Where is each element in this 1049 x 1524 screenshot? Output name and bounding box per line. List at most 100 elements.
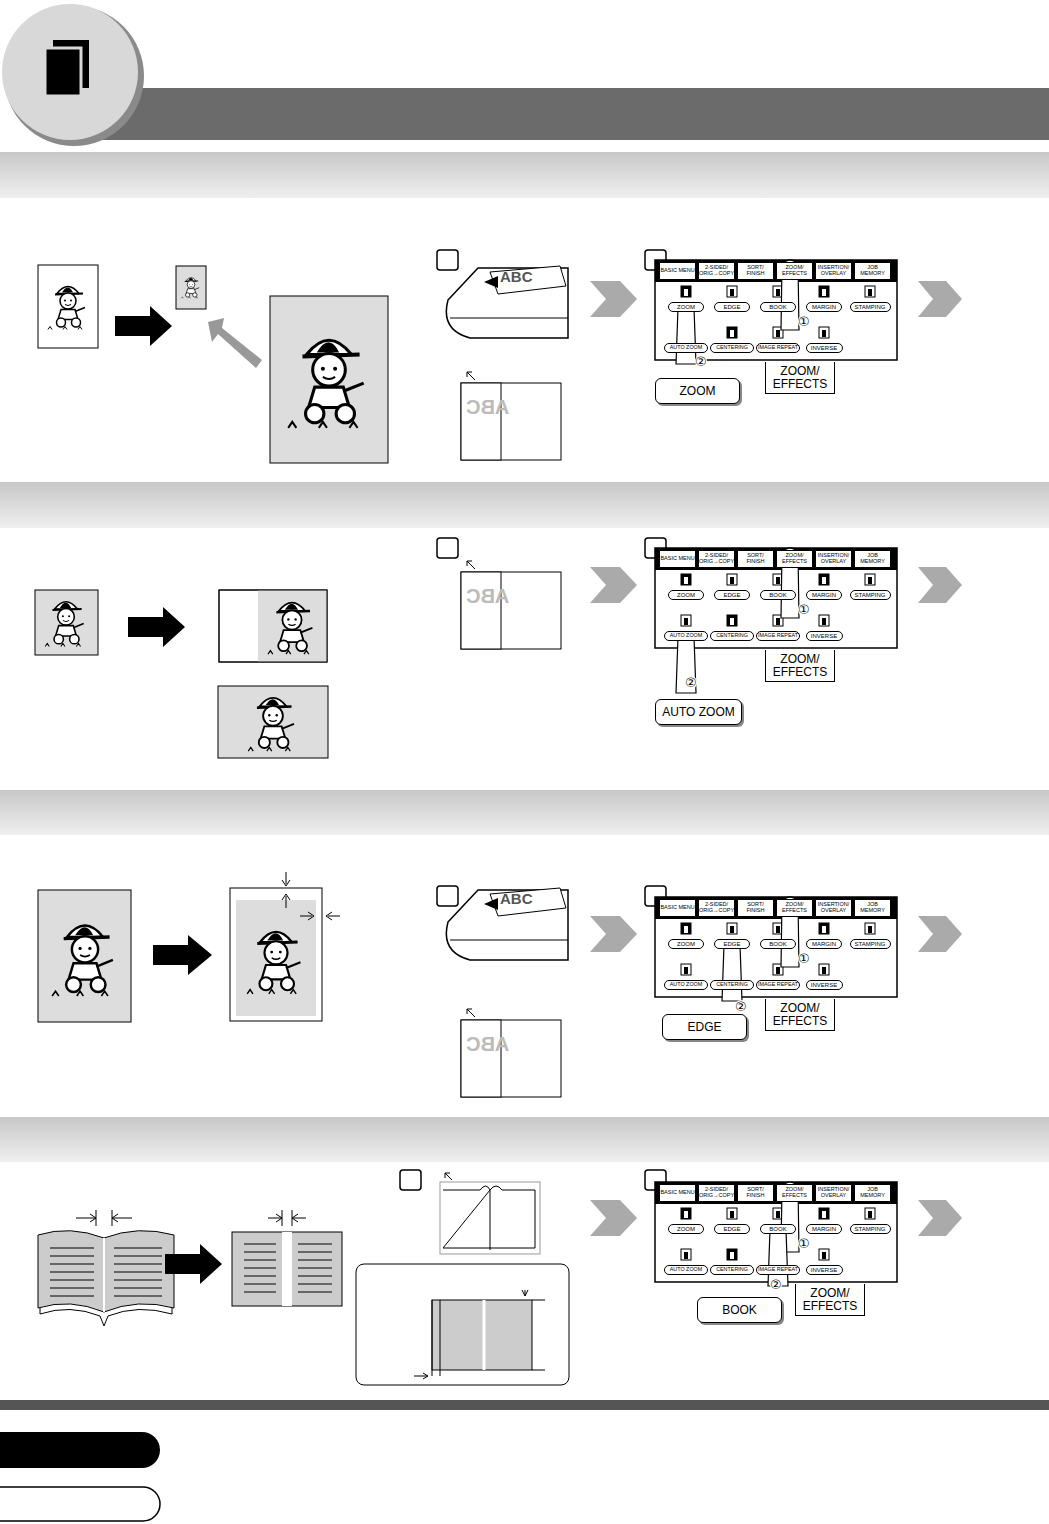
button-callout: EDGE <box>662 1014 747 1040</box>
node-text: CENTERING <box>716 633 748 638</box>
menu-tab: INSERTION/ OVERLAY <box>815 1184 852 1202</box>
button-icon <box>822 926 826 933</box>
node-text: SORT/ FINISH <box>738 553 773 565</box>
node-text: JOB MEMORY <box>855 553 890 565</box>
button-icon <box>865 1208 875 1219</box>
panel-button: AUTO ZOOM <box>664 343 708 353</box>
button-icon <box>819 923 829 934</box>
node-text: EDGE <box>687 1020 721 1034</box>
node-text: MARGIN <box>812 1226 836 1232</box>
node-text: JOB MEMORY <box>855 265 890 277</box>
node-text: ZOOM <box>677 941 695 947</box>
button-icon <box>681 964 691 975</box>
node-text: AUTO ZOOM <box>670 633 703 638</box>
button-icon <box>822 1252 826 1259</box>
node-text: EDGE <box>723 592 740 598</box>
tab-callout: ZOOM/ EFFECTS <box>765 362 835 394</box>
node-text: IMAGE REPEAT <box>758 633 798 638</box>
panel-button: CENTERING <box>710 343 754 353</box>
node-text: ZOOM <box>677 592 695 598</box>
menu-tab: JOB MEMORY <box>854 550 891 568</box>
button-icon <box>727 923 737 934</box>
tab-callout: ZOOM/ EFFECTS <box>765 650 835 682</box>
node-text: MARGIN <box>812 592 836 598</box>
node-text: ZOOM/ EFFECTS <box>777 1187 812 1199</box>
menu-tab: SORT/ FINISH <box>737 550 774 568</box>
button-icon <box>822 967 826 974</box>
panel-button: IMAGE REPEAT <box>756 631 800 641</box>
tab-strip <box>655 897 897 919</box>
menu-tab: ZOOM/ EFFECTS <box>776 262 813 280</box>
panel-button: BOOK <box>760 302 796 312</box>
menu-tab: BASIC MENU <box>659 262 696 280</box>
button-icon <box>727 1249 737 1260</box>
panel-button: EDGE <box>714 939 750 949</box>
button-icon <box>727 615 737 626</box>
node-text: STAMPING <box>855 1226 886 1232</box>
callout-number: ① <box>798 952 810 965</box>
menu-tab: ZOOM/ EFFECTS <box>776 899 813 917</box>
panel-button: INVERSE <box>806 631 843 641</box>
node-text: SORT/ FINISH <box>738 1187 773 1199</box>
menu-tab: 2-SIDED/ ORIG→COPY <box>698 550 735 568</box>
button-icon <box>822 618 826 625</box>
node-text: ZOOM/ EFFECTS <box>777 553 812 565</box>
panel-button: AUTO ZOOM <box>664 1265 708 1275</box>
panel-button: BOOK <box>760 590 796 600</box>
node-text: BOOK <box>769 592 786 598</box>
node-text: 2-SIDED/ ORIG→COPY <box>699 1187 734 1199</box>
button-icon <box>730 1252 734 1259</box>
menu-tab: BASIC MENU <box>659 550 696 568</box>
original-text: ABC <box>500 268 533 285</box>
panel-button: EDGE <box>714 302 750 312</box>
button-icon <box>868 289 872 296</box>
node-text: INSERTION/ OVERLAY <box>816 1187 851 1199</box>
button-icon <box>819 1249 829 1260</box>
button-icon <box>681 615 691 626</box>
button-icon <box>776 618 780 625</box>
node-text: MARGIN <box>812 941 836 947</box>
node-text: MARGIN <box>812 304 836 310</box>
callout-number: ② <box>735 1000 747 1013</box>
panel-button: BOOK <box>760 939 796 949</box>
callout-number: ① <box>798 315 810 328</box>
button-icon <box>776 1211 780 1218</box>
node-text: IMAGE REPEAT <box>758 345 798 350</box>
panel-button: INVERSE <box>806 980 843 990</box>
node-text: INVERSE <box>811 982 837 988</box>
button-icon <box>681 286 691 297</box>
button-icon <box>822 1211 826 1218</box>
callout-number: ② <box>695 355 707 368</box>
original-text: ABC <box>466 585 509 608</box>
button-icon <box>730 577 734 584</box>
node-text: INVERSE <box>811 1267 837 1273</box>
node-text: CENTERING <box>716 982 748 987</box>
node-text: BOOK <box>769 304 786 310</box>
button-icon <box>776 926 780 933</box>
panel-button: STAMPING <box>850 1224 891 1234</box>
node-text: STAMPING <box>855 941 886 947</box>
node-text: ZOOM/ EFFECTS <box>777 265 812 277</box>
node-text: 2-SIDED/ ORIG→COPY <box>699 265 734 277</box>
button-callout: BOOK <box>697 1297 782 1323</box>
panel-button: ZOOM <box>668 939 704 949</box>
button-icon <box>819 615 829 626</box>
panel-button: CENTERING <box>710 1265 754 1275</box>
panel-button: EDGE <box>714 590 750 600</box>
menu-tab: INSERTION/ OVERLAY <box>815 899 852 917</box>
panel-button: ZOOM <box>668 1224 704 1234</box>
node-text: SORT/ FINISH <box>738 265 773 277</box>
touch-panel <box>655 548 897 648</box>
node-text: ZOOM <box>677 1226 695 1232</box>
button-icon <box>730 618 734 625</box>
menu-tab: ZOOM/ EFFECTS <box>776 550 813 568</box>
node-text: 2-SIDED/ ORIG→COPY <box>699 902 734 914</box>
panel-button: STAMPING <box>850 590 891 600</box>
finger <box>676 633 696 694</box>
button-icon <box>684 577 688 584</box>
node-text: CENTERING <box>716 1267 748 1272</box>
panel-button: CENTERING <box>710 631 754 641</box>
tab-strip <box>655 260 897 282</box>
node-text: BOOK <box>769 1226 786 1232</box>
button-icon <box>730 926 734 933</box>
